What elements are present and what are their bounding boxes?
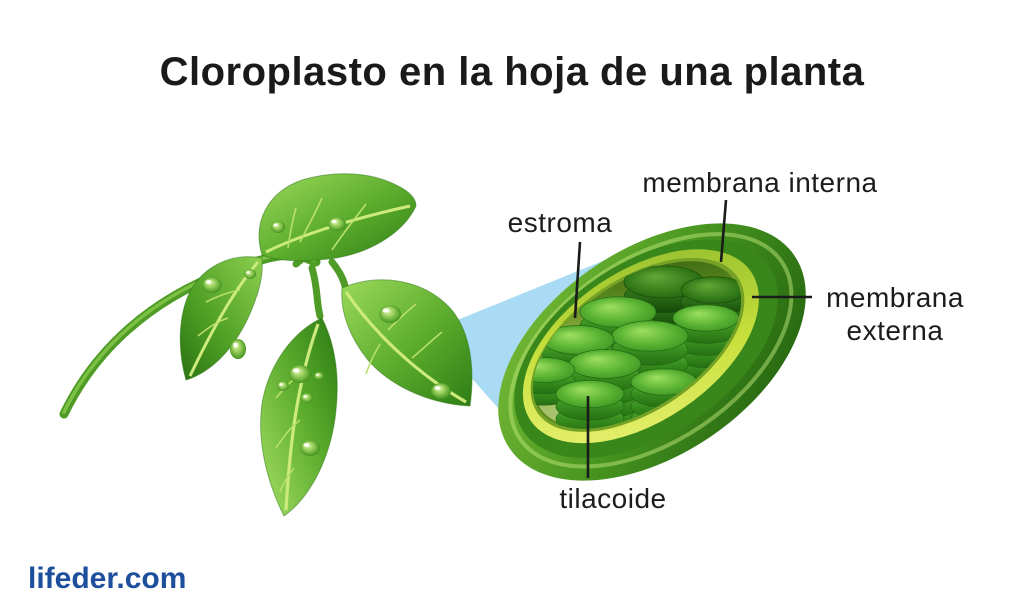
- label-membrana-interna: membrana interna: [642, 167, 878, 198]
- water-droplet: [271, 221, 285, 233]
- label-membrana-externa: membrana externa: [826, 282, 964, 347]
- leader-lines: [573, 199, 812, 478]
- leaf-right: [341, 279, 473, 407]
- chloroplast-illustration: [498, 223, 806, 481]
- water-droplet: [230, 339, 246, 359]
- label-line-membrana-interna: [719, 199, 728, 263]
- water-droplet: [314, 372, 324, 380]
- water-droplets: [202, 217, 451, 456]
- label-estroma: estroma: [507, 207, 613, 238]
- water-droplet: [289, 365, 311, 383]
- water-droplet: [379, 305, 401, 323]
- outer-membrane-highlight: [508, 232, 794, 469]
- water-droplet: [328, 217, 346, 231]
- water-droplet: [202, 277, 222, 293]
- watermark-lifeder: lifeder.com: [28, 562, 187, 595]
- leaf-bottom: [260, 317, 338, 517]
- water-droplet: [300, 440, 320, 456]
- label-line-estroma: [573, 241, 582, 319]
- water-droplet: [431, 383, 451, 399]
- water-droplet: [277, 381, 289, 391]
- water-droplet: [244, 269, 256, 279]
- label-tilacoide: tilacoide: [559, 483, 667, 514]
- plant-illustration: [59, 173, 473, 517]
- water-droplet: [301, 393, 313, 403]
- page-title: Cloroplasto en la hoja de una planta: [159, 50, 865, 94]
